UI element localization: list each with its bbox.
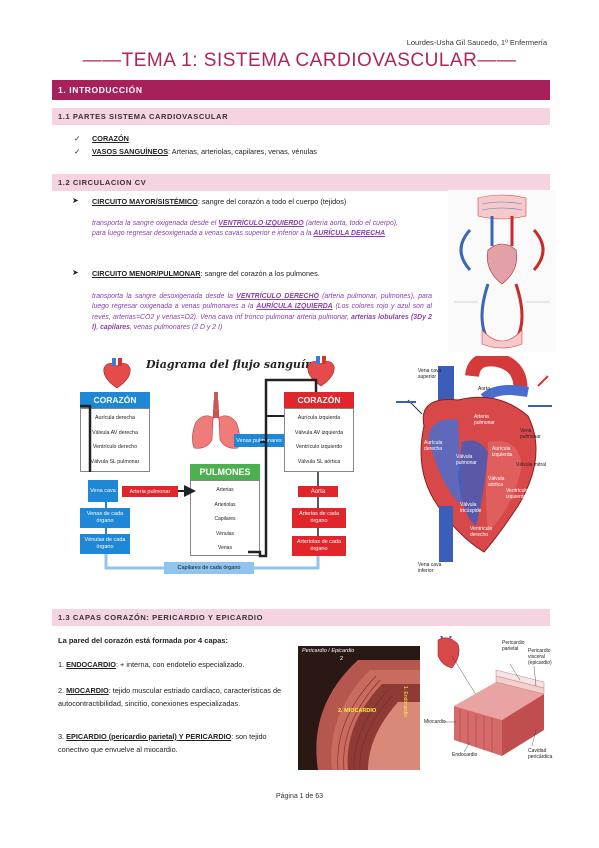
section-partes-heading: 1.1 PARTES SISTEMA CARDIOVASCULAR xyxy=(52,108,550,125)
label-arteria-pulmonar: Arteria pulmonar xyxy=(474,414,495,426)
label-valvula-mitral: Válvula mitral xyxy=(516,462,547,468)
capa-epicardio: 3. EPICARDIO (pericardio parietal) Y PER… xyxy=(58,732,267,754)
heart-wall-diagram-svg xyxy=(424,636,556,770)
label-valvula-pulmonar: Válvula pulmonar xyxy=(456,454,477,466)
capa-miocardio: 2. MIOCARDIO: tejido muscular estriado c… xyxy=(58,686,282,708)
label-vena-pulmonar: Vena pulmonar xyxy=(520,428,541,440)
venas-pulmonares-label: Venas pulmonares xyxy=(234,434,284,447)
capilares-organo-label: Capilares de cada órgano xyxy=(164,562,254,574)
page-number: Página 1 de 63 xyxy=(275,793,324,800)
label-endocardio: Endocardio xyxy=(452,752,478,758)
check-icon: ✓ xyxy=(74,147,81,156)
flow-diagram: Diagrama del flujo sanguíneo CORAZÓN Aur… xyxy=(66,356,356,578)
circuito-menor: CIRCUITO MENOR/PULMONAR: sangre del cora… xyxy=(92,269,320,278)
arrow-bullet-icon: ➤ xyxy=(72,196,79,205)
author-name: Lourdes-Usha Gil Saucedo, 1º Enfermería xyxy=(406,38,547,47)
heart-anatomy: Vena cava superior Aorta Arteria pulmona… xyxy=(388,356,556,578)
label-auricula-izquierda: Aurícula izquierda xyxy=(492,446,513,458)
photo-miocardio-label: 2. MIOCARDIO xyxy=(338,708,377,714)
myocardium-photo-svg xyxy=(298,646,420,770)
section-circulacion-heading: 1.2 CIRCULACION CV xyxy=(52,174,550,191)
heart-icon xyxy=(103,358,131,389)
section-intro-heading: 1. INTRODUCCIÓN xyxy=(52,80,550,100)
label-valvula-aortica: Válvula aórtica xyxy=(488,476,505,488)
section-capas-heading: 1.3 CAPAS CORAZÓN: PERICARDIO Y EPICARDI… xyxy=(52,609,550,626)
pulmones-label: PULMONES xyxy=(190,464,260,480)
venulas-organo-label: Vénulas de cada órgano xyxy=(80,534,130,554)
myocardium-photo: Pericardio / Epicardio 2 2. MIOCARDIO 1.… xyxy=(298,646,420,770)
label-auricula-derecha: Aurícula derecha xyxy=(424,440,443,452)
label-vena-cava-superior: Vena cava superior xyxy=(418,368,442,380)
label-pericardio-visceral: Pericardio visceral (epicardio) xyxy=(528,648,552,666)
page-title: ——TEMA 1: SISTEMA CARDIOVASCULAR—— xyxy=(82,50,517,71)
corazon-left-list: Aurícula derecha Válvula AV derecha Vent… xyxy=(80,408,150,472)
photo-top-label: Pericardio / Epicardio xyxy=(302,648,355,654)
label-cavidad-pericardica: Cavidad pericárdica xyxy=(528,748,553,760)
circulation-schematic xyxy=(448,190,556,352)
label-aorta: Aorta xyxy=(478,386,490,392)
venas-organo-label: Venas de cada órgano xyxy=(80,508,130,528)
corazon-right-list: Aurícula izquierda Válvula AV izquierda … xyxy=(284,408,354,472)
capa-endocardio: 1. ENDOCARDIO: + interna, con endotelio … xyxy=(58,660,245,669)
circuito-menor-desc: transporta la sangre desoxigenada desde … xyxy=(92,293,432,332)
arteria-pulmonar-label: Arteria pulmonar xyxy=(122,486,178,497)
label-pericardio-parietal: Pericardio parietal xyxy=(502,640,525,652)
label-miocardio: Miocardio xyxy=(424,719,446,725)
capas-intro: La pared del corazón está formada por 4 … xyxy=(58,636,229,645)
heart-anatomy-svg xyxy=(388,356,556,578)
circuito-mayor-desc: transporta la sangre oxigenada desde el … xyxy=(92,220,398,238)
aorta-label: Aorta xyxy=(298,486,338,497)
corazon-right-label: CORAZÓN xyxy=(284,392,354,408)
flow-diagram-title: Diagrama del flujo sanguíneo xyxy=(146,358,328,371)
photo-number-label: 2 xyxy=(340,656,344,662)
pulmones-list: Arterias Arteriolas Capilares Vénulas Ve… xyxy=(190,480,260,556)
check-icon: ✓ xyxy=(74,134,81,143)
heart-icon xyxy=(307,356,335,387)
item-vasos: VASOS SANGUÍNEOS: Arterias, arteriolas, … xyxy=(92,147,317,156)
circuito-mayor: CIRCUITO MAYOR/SISTÉMICO: sangre del cor… xyxy=(92,197,347,206)
item-corazon: CORAZÓN xyxy=(92,134,129,143)
photo-endocardio-label: 1. Endocardio xyxy=(402,686,408,717)
vena-cava-label: Vena cava xyxy=(88,480,118,502)
circulation-schematic-svg xyxy=(448,190,556,352)
arterias-organo-label: Arterias de cada órgano xyxy=(292,508,346,528)
heart-wall-diagram: Pericardio parietal Pericardio visceral … xyxy=(424,636,556,770)
arteriolas-organo-label: Arteriolas de cada órgano xyxy=(292,536,346,556)
corazon-left-label: CORAZÓN xyxy=(80,392,150,408)
label-ventriculo-izquierdo: Ventrículo izquierdo xyxy=(506,488,529,500)
label-ventriculo-derecho: Ventrículo derecho xyxy=(470,526,493,538)
arrow-bullet-icon: ➤ xyxy=(72,268,79,277)
label-vena-cava-inferior: Vena cava inferior xyxy=(418,562,442,574)
label-valvula-tricuspide: Válvula tricúspide xyxy=(460,502,482,514)
